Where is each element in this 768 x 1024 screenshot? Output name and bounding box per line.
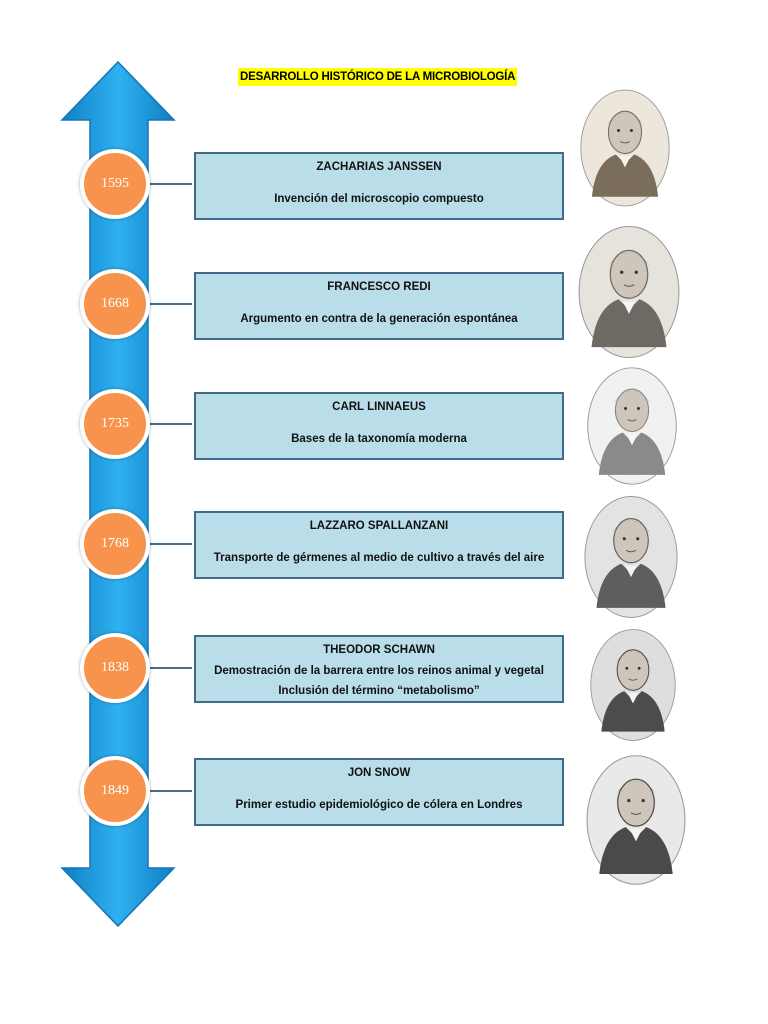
timeline-connector bbox=[148, 183, 192, 185]
carl-linnaeus-portrait bbox=[582, 366, 682, 486]
scientist-name: THEODOR SCHAWN bbox=[196, 644, 562, 656]
diagram-title: DESARROLLO HISTÓRICO DE LA MICROBIOLOGÍA bbox=[238, 68, 517, 86]
timeline-connector bbox=[148, 303, 192, 305]
year-label: 1595 bbox=[101, 176, 129, 192]
year-circle: 1768 bbox=[80, 509, 150, 579]
event-box: LAZZARO SPALLANZANI Transporte de gérmene… bbox=[194, 511, 564, 579]
scientist-name: ZACHARIAS JANSSEN bbox=[196, 161, 562, 173]
timeline-connector bbox=[148, 790, 192, 792]
event-description-extra: Inclusión del término “metabolismo” bbox=[196, 685, 562, 697]
zacharias-janssen-portrait bbox=[579, 82, 671, 214]
theodor-schwann-portrait bbox=[589, 624, 677, 746]
scientist-name: JON SNOW bbox=[196, 767, 562, 779]
year-label: 1735 bbox=[101, 416, 129, 432]
event-description: Primer estudio epidemiológico de cólera … bbox=[196, 799, 562, 811]
timeline-connector bbox=[148, 543, 192, 545]
john-snow-portrait bbox=[585, 752, 687, 888]
year-label: 1668 bbox=[101, 296, 129, 312]
year-circle: 1838 bbox=[80, 633, 150, 703]
event-description: Argumento en contra de la generación esp… bbox=[196, 313, 562, 325]
year-circle: 1735 bbox=[80, 389, 150, 459]
scientist-name: FRANCESCO REDI bbox=[196, 281, 562, 293]
event-description: Demostración de la barrera entre los rei… bbox=[196, 665, 562, 677]
event-description: Transporte de gérmenes al medio de culti… bbox=[196, 552, 562, 564]
year-label: 1849 bbox=[101, 783, 129, 799]
event-box: FRANCESCO REDI Argumento en contra de la … bbox=[194, 272, 564, 340]
francesco-redi-portrait bbox=[577, 224, 681, 360]
lazzaro-spallanzani-portrait bbox=[583, 494, 679, 620]
scientist-name: LAZZARO SPALLANZANI bbox=[196, 520, 562, 532]
scientist-name: CARL LINNAEUS bbox=[196, 401, 562, 413]
event-box: ZACHARIAS JANSSEN Invención del microscop… bbox=[194, 152, 564, 220]
timeline-connector bbox=[148, 667, 192, 669]
event-description: Bases de la taxonomía moderna bbox=[196, 433, 562, 445]
timeline-connector bbox=[148, 423, 192, 425]
year-circle: 1595 bbox=[80, 149, 150, 219]
event-box: JON SNOW Primer estudio epidemiológico de… bbox=[194, 758, 564, 826]
year-circle: 1668 bbox=[80, 269, 150, 339]
year-label: 1768 bbox=[101, 536, 129, 552]
event-description: Invención del microscopio compuesto bbox=[196, 193, 562, 205]
year-label: 1838 bbox=[101, 660, 129, 676]
event-box: THEODOR SCHAWN Demostración de la barrera… bbox=[194, 635, 564, 703]
event-box: CARL LINNAEUS Bases de la taxonomía moder… bbox=[194, 392, 564, 460]
year-circle: 1849 bbox=[80, 756, 150, 826]
